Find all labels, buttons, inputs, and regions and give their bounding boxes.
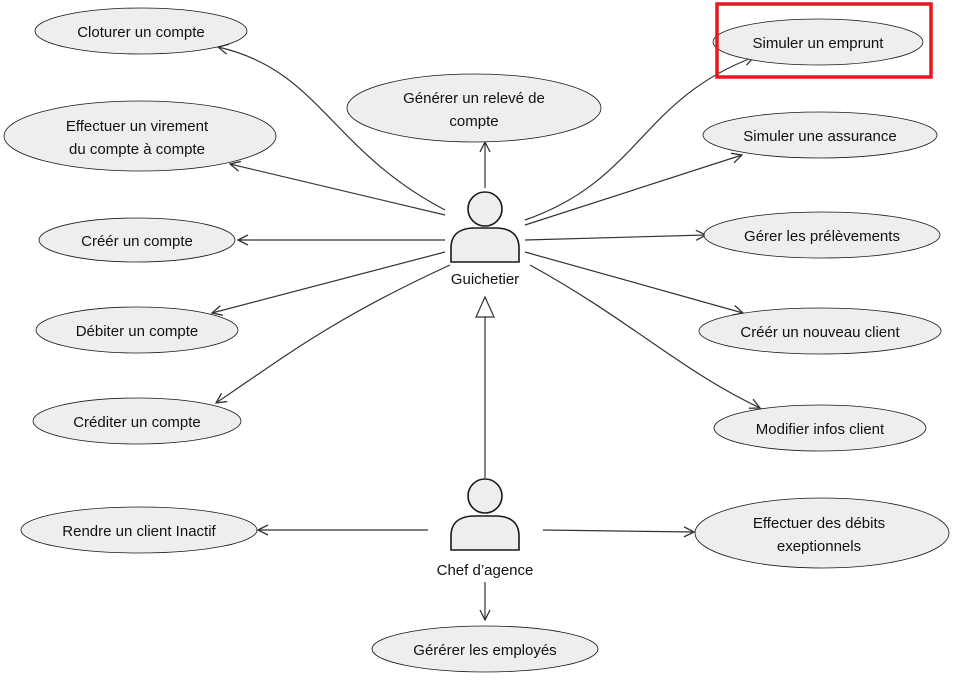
use-case-modifier-client[interactable]: Modifier infos client: [713, 404, 927, 452]
actor-label: Chef d’agence: [437, 562, 534, 579]
use-case-label: Modifier infos client: [756, 421, 885, 438]
use-case-debiter[interactable]: Débiter un compte: [35, 306, 239, 354]
person-icon: [450, 191, 520, 263]
use-case-creer-compte[interactable]: Créér un compte: [38, 217, 236, 263]
use-case-debits-exceptionnels[interactable]: Effectuer des débits exeptionnels: [694, 497, 950, 569]
use-case-label-line-1: Effectuer des débits: [753, 515, 885, 532]
use-case-label-line-2: exeptionnels: [777, 538, 861, 555]
use-case-label-line-1: Générer un relevé de: [403, 90, 545, 107]
use-case-label-line-2: du compte à compte: [69, 141, 205, 158]
assoc-prelevements: [524, 235, 706, 240]
assoc-crediter: [216, 264, 451, 403]
assoc-simuler-assurance: [524, 155, 742, 226]
use-case-label: Rendre un client Inactif: [62, 523, 216, 540]
use-case-label-line-1: Effectuer un virement: [66, 118, 209, 135]
use-case-virement[interactable]: Effectuer un virement du compte à compte: [3, 100, 277, 172]
use-case-releve[interactable]: Générer un relevé de compte: [346, 73, 602, 143]
assoc-debits-exceptionnels: [542, 530, 694, 532]
assoc-cloturer: [218, 47, 446, 211]
associations: [212, 47, 760, 620]
use-case-label: Créér un compte: [81, 233, 193, 250]
highlight-box: [715, 2, 933, 79]
use-case-label: Simuler un emprunt: [753, 35, 885, 52]
assoc-debiter: [212, 251, 446, 313]
actor-guichetier[interactable]: Guichetier: [450, 191, 520, 288]
generalization: [475, 295, 495, 478]
actor-label: Guichetier: [451, 271, 519, 288]
use-case-label-line-2: compte: [449, 113, 498, 130]
use-case-simuler-emprunt[interactable]: Simuler un emprunt: [712, 18, 924, 66]
use-case-rendre-inactif[interactable]: Rendre un client Inactif: [20, 506, 258, 554]
use-case-label: Créditer un compte: [73, 414, 201, 431]
use-case-cloturer[interactable]: Cloturer un compte: [34, 7, 248, 55]
use-case-label: Créér un nouveau client: [740, 324, 900, 341]
use-case-label: Débiter un compte: [76, 323, 199, 340]
person-icon: [450, 478, 520, 551]
assoc-nouveau-client: [524, 251, 743, 313]
use-case-label: Gérérer les employés: [413, 642, 556, 659]
assoc-simuler-emprunt: [524, 57, 754, 221]
use-case-nouveau-client[interactable]: Créér un nouveau client: [698, 307, 942, 355]
use-case-label: Gérer les prélèvements: [744, 228, 900, 245]
assoc-modifier-client: [529, 264, 760, 408]
use-case-prelevements[interactable]: Gérer les prélèvements: [703, 211, 941, 259]
use-case-simuler-assurance[interactable]: Simuler une assurance: [702, 111, 938, 159]
use-case-employes[interactable]: Gérérer les employés: [371, 625, 599, 673]
assoc-virement: [230, 164, 446, 216]
use-case-label: Simuler une assurance: [743, 128, 896, 145]
use-case-crediter[interactable]: Créditer un compte: [32, 397, 242, 445]
use-case-label: Cloturer un compte: [77, 24, 205, 41]
actor-chef-agence[interactable]: Chef d’agence: [437, 478, 534, 579]
